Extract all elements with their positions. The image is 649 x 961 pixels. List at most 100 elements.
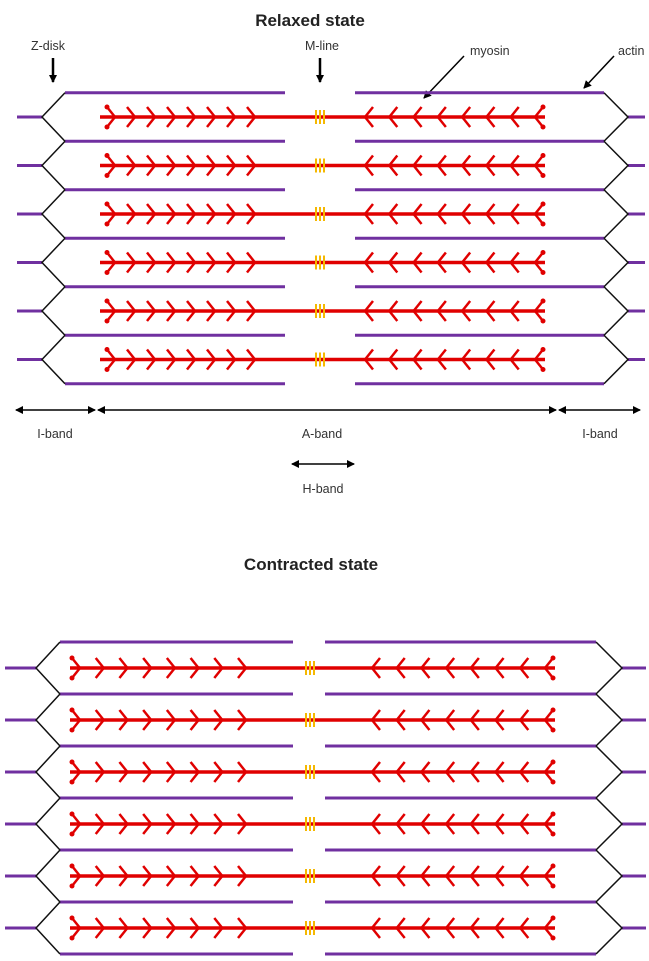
myosin-head (142, 865, 153, 877)
myosin-head (246, 203, 256, 215)
myosin-head (237, 823, 247, 835)
myosin-head (388, 300, 399, 312)
myosin-head (165, 771, 176, 783)
myosin-head-knob (550, 831, 556, 837)
myosin-head (246, 106, 256, 118)
myosin-head (412, 358, 423, 371)
myosin-head (146, 116, 156, 128)
myosin-head (388, 261, 399, 274)
myosin-head (166, 213, 176, 225)
myosin-head (142, 667, 153, 679)
myosin-head (388, 358, 399, 371)
myosin-head-knob (104, 173, 110, 178)
m-line-label: M-line (305, 39, 339, 53)
z-disk (40, 189, 66, 239)
myosin-head (395, 813, 406, 825)
myosin-head (165, 719, 176, 731)
myosin-head (412, 164, 423, 177)
myosin-head (436, 261, 447, 274)
myosin-head (165, 657, 176, 669)
myosin-head (165, 917, 176, 929)
actin-pointer-arrow (583, 55, 615, 89)
myosin-head (420, 771, 431, 783)
myosin-head (142, 709, 153, 721)
myosin-head-knob (540, 270, 546, 275)
myosin-head (237, 761, 247, 773)
myosin-head (186, 116, 196, 128)
myosin-head (420, 917, 431, 929)
myosin-head-knob (540, 367, 546, 372)
myosin-head (509, 203, 520, 215)
myosin-head (246, 261, 256, 274)
myosin-head-knob (540, 298, 546, 304)
z-disk (603, 140, 630, 191)
myosin-head (189, 917, 200, 929)
myosin-head (445, 917, 456, 929)
myosin-head (94, 823, 105, 835)
myosin-head (237, 657, 247, 669)
myosin-head (165, 709, 176, 721)
myosin-head (461, 300, 472, 312)
myosin-head-knob (540, 173, 546, 178)
myosin-head (246, 300, 256, 312)
myosin-head (436, 164, 447, 177)
myosin-head-knob (550, 655, 556, 661)
myosin-head (146, 358, 156, 371)
myosin-head (412, 154, 423, 167)
myosin-head (364, 300, 374, 312)
myosin-head (166, 154, 176, 167)
myosin-head (445, 667, 456, 679)
myosin-head (494, 865, 505, 877)
myosin-head (519, 667, 530, 679)
myosin-head (395, 823, 406, 835)
myosin-head (388, 213, 399, 225)
myosin-head (186, 348, 196, 361)
myosin-head (469, 865, 480, 877)
myosin-head (469, 719, 480, 731)
myosin-head (420, 823, 431, 835)
myosin-head (213, 917, 224, 929)
myosin-head (165, 927, 176, 939)
myosin-head (412, 116, 423, 128)
myosin-head-knob (540, 347, 546, 352)
myosin-head (189, 761, 200, 773)
myosin-head (186, 213, 196, 225)
myosin-head (213, 657, 224, 669)
myosin-head (126, 348, 136, 361)
myosin-head (371, 719, 381, 731)
myosin-head (118, 719, 129, 731)
myosin-head (213, 667, 224, 679)
myosin-head (519, 875, 530, 887)
myosin-head (213, 719, 224, 731)
myosin-head (166, 348, 176, 361)
myosin-head (146, 348, 156, 361)
myosin-head (226, 116, 236, 128)
myosin-head (519, 917, 530, 929)
myosin-head (364, 251, 374, 264)
myosin-head (469, 771, 480, 783)
relaxed-state-title: Relaxed state (255, 11, 365, 30)
myosin-head-knob (550, 759, 556, 765)
myosin-head (412, 261, 423, 274)
myosin-head (509, 164, 520, 177)
myosin-head (213, 771, 224, 783)
z-disk (603, 189, 630, 239)
myosin-head (371, 865, 381, 877)
myosin-head (469, 667, 480, 679)
myosin-head (485, 203, 496, 215)
myosin-head (420, 813, 431, 825)
myosin-head (213, 761, 224, 773)
myosin-head-knob (69, 759, 75, 765)
myosin-head-knob (104, 298, 110, 304)
myosin-head (237, 865, 247, 877)
myosin-head (469, 709, 480, 721)
myosin-head-knob (550, 707, 556, 713)
myosin-head-knob (104, 347, 110, 352)
myosin-pointer-arrow (423, 55, 465, 99)
myosin-head (146, 300, 156, 312)
myosin-head (461, 164, 472, 177)
myosin-head (166, 261, 176, 274)
myosin-head (186, 310, 196, 322)
myosin-head (237, 927, 247, 939)
z-disk (595, 693, 624, 747)
